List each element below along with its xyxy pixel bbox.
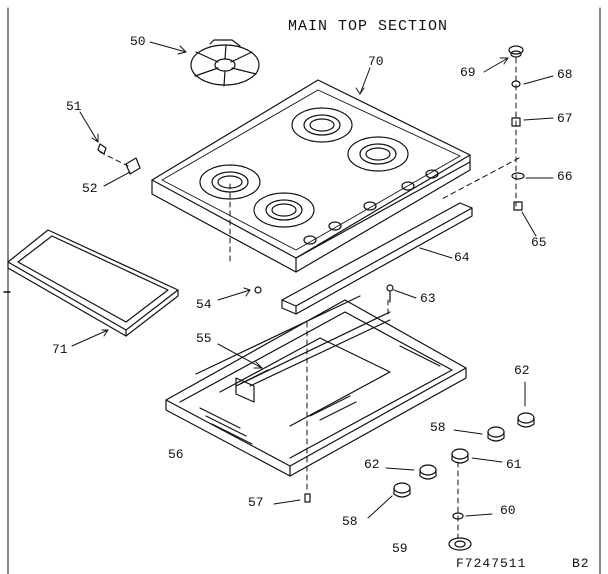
part-label-54: 54 (196, 297, 212, 312)
burner-rear-left (291, 107, 353, 143)
part-label-69: 69 (460, 65, 476, 80)
part-label-61: 61 (506, 457, 522, 472)
part-label-50: 50 (130, 34, 146, 49)
part-label-57: 57 (248, 495, 264, 510)
knob-parts (393, 412, 535, 551)
part-label-63: 63 (420, 291, 436, 306)
page-code: B2 (572, 556, 590, 571)
part-label-67: 67 (557, 111, 573, 126)
part-label-66: 66 (557, 169, 573, 184)
main-cooktop-part (151, 79, 471, 273)
knob-62-upper (517, 412, 535, 428)
knob-58-lower (393, 482, 411, 498)
drawing-code: F7247511 (456, 556, 527, 571)
burner-grate-part (190, 39, 260, 87)
part-label-52: 52 (82, 181, 98, 196)
part-label-51: 51 (66, 99, 82, 114)
part-label-58-lower: 58 (342, 514, 358, 529)
knob-62-lower (419, 464, 437, 480)
part-label-68: 68 (557, 67, 573, 82)
part-label-55: 55 (196, 331, 212, 346)
bezel-59 (448, 537, 472, 551)
part-label-59: 59 (392, 541, 408, 556)
part-label-62-lower: 62 (364, 457, 380, 472)
part-label-58-upper: 58 (430, 420, 446, 435)
part-label-60: 60 (500, 503, 516, 518)
griddle-panel-part (7, 229, 179, 337)
part-label-70: 70 (368, 54, 384, 69)
leader-arrows (71, 41, 554, 519)
burner-front-left (199, 164, 261, 200)
part-label-64: 64 (454, 250, 470, 265)
knob-61 (451, 448, 469, 464)
front-trim-strip-part (281, 202, 473, 315)
burner-rear-right (347, 136, 409, 172)
part-label-65: 65 (531, 235, 547, 250)
part-label-62-upper: 62 (514, 363, 530, 378)
assembly-guide-lines (99, 57, 520, 539)
burner-box-frame-part (165, 295, 467, 477)
knob-58-upper (487, 426, 505, 442)
part-label-56: 56 (168, 447, 184, 462)
diagram-title: MAIN TOP SECTION (288, 18, 449, 35)
part-label-71: 71 (52, 342, 68, 357)
burner-front-right (253, 192, 315, 228)
